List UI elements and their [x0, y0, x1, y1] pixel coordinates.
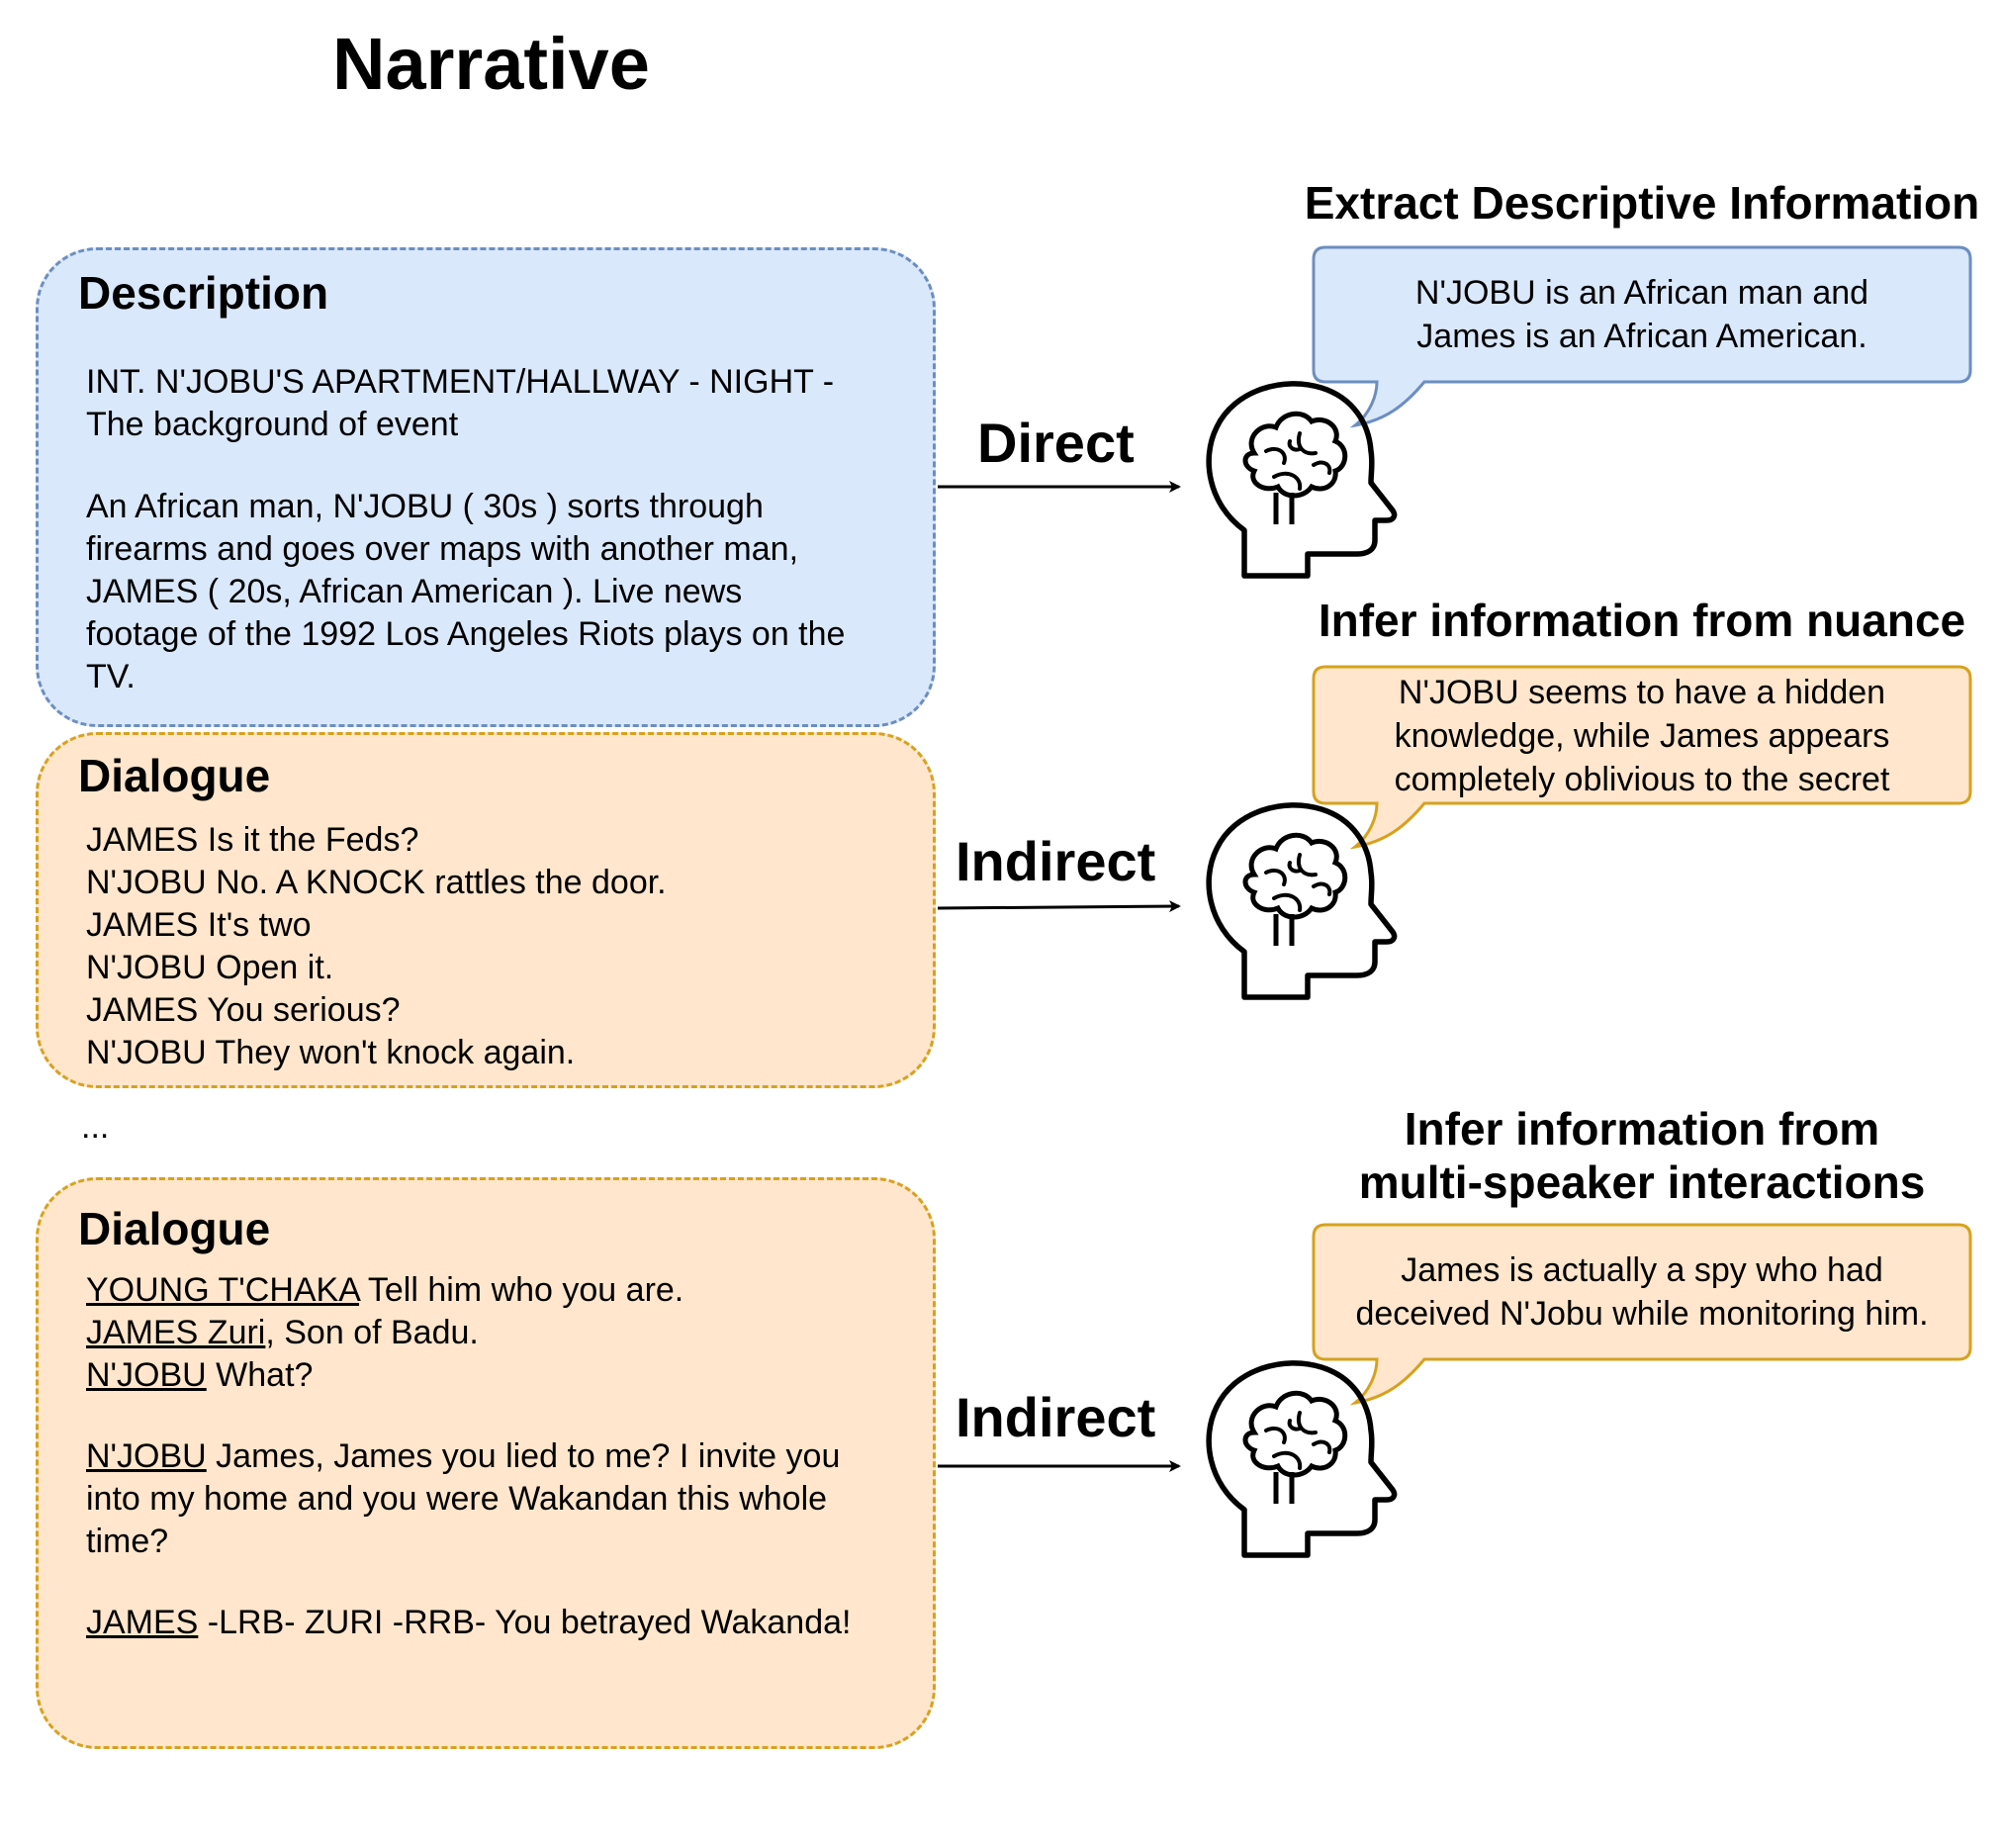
- dialogue-line: JAMES Zuri, Son of Badu.: [86, 1312, 905, 1354]
- speaker-name: N'JOBU: [86, 1437, 207, 1475]
- body-line: TV.: [86, 658, 136, 695]
- body-line: firearms and goes over maps with another…: [86, 530, 799, 568]
- bubble-text: James is actually a spy who had deceived…: [1316, 1248, 1968, 1336]
- body-line: JAMES ( 20s, African American ). Live ne…: [86, 573, 743, 610]
- dialogue-line: JAMES -LRB- ZURI -RRB- You betrayed Waka…: [86, 1602, 905, 1644]
- dialogue-line: N'JOBU Open it.: [86, 949, 334, 986]
- dialogue-line: YOUNG T'CHAKA Tell him who you are.: [86, 1269, 905, 1312]
- description-scene: INT. N'JOBU'S APARTMENT/HALLWAY - NIGHT …: [86, 361, 905, 446]
- dialogue-line: N'JOBU No. A KNOCK rattles the door.: [86, 864, 667, 901]
- output-heading: Infer information from multi-speaker int…: [1286, 1102, 1998, 1209]
- dialogue-line: JAMES You serious?: [86, 991, 401, 1029]
- body-line: footage of the 1992 Los Angeles Riots pl…: [86, 615, 846, 653]
- dialogue-line: into my home and you were Wakandan this …: [86, 1480, 828, 1518]
- utterance: James, James you lied to me? I invite yo…: [206, 1437, 841, 1475]
- speaker-name: JAMES: [86, 1604, 199, 1641]
- bubble-text: N'JOBU is an African man and James is an…: [1316, 271, 1968, 358]
- dialogue-box-1: Dialogue JAMES Is it the Feds? N'JOBU No…: [36, 732, 936, 1088]
- arrow-label-direct: Direct: [977, 412, 1135, 474]
- speaker-name: JAMES Zuri: [86, 1314, 266, 1351]
- scene-line: INT. N'JOBU'S APARTMENT/HALLWAY - NIGHT …: [86, 363, 835, 401]
- dialogue-line: JAMES It's two: [86, 906, 312, 944]
- utterance: What?: [206, 1356, 314, 1394]
- utterance: Tell him who you are.: [359, 1271, 684, 1309]
- dialogue-line: JAMES Is it the Feds?: [86, 821, 419, 859]
- bubble-line: completely oblivious to the secret: [1394, 761, 1890, 798]
- description-box: Description INT. N'JOBU'S APARTMENT/HALL…: [36, 247, 936, 727]
- scene-line: The background of event: [86, 406, 459, 443]
- utterance: , Son of Badu.: [265, 1314, 479, 1351]
- bubble-line: James is actually a spy who had: [1401, 1251, 1883, 1289]
- dialogue-lines: N'JOBU James, James you lied to me? I in…: [86, 1435, 905, 1563]
- dialogue-box-2: Dialogue YOUNG T'CHAKA Tell him who you …: [36, 1177, 936, 1749]
- speaker-name: N'JOBU: [86, 1356, 207, 1394]
- dialogue-heading: Dialogue: [78, 750, 271, 801]
- dialogue-lines: JAMES -LRB- ZURI -RRB- You betrayed Waka…: [86, 1602, 905, 1644]
- heading-line: multi-speaker interactions: [1358, 1156, 1926, 1208]
- bubble-line: knowledge, while James appears: [1394, 717, 1890, 755]
- bubble-line: James is an African American.: [1416, 318, 1867, 355]
- bubble-line: deceived N'Jobu while monitoring him.: [1355, 1295, 1929, 1333]
- bubble-line: N'JOBU seems to have a hidden: [1398, 674, 1886, 711]
- dialogue-lines: JAMES Is it the Feds? N'JOBU No. A KNOCK…: [86, 819, 905, 1074]
- dialogue-line: N'JOBU They won't knock again.: [86, 1034, 576, 1071]
- description-heading: Description: [78, 267, 329, 319]
- diagram-title: Narrative: [332, 23, 650, 105]
- bubble-line: N'JOBU is an African man and: [1414, 274, 1869, 312]
- description-body: An African man, N'JOBU ( 30s ) sorts thr…: [86, 486, 905, 698]
- dialogue-line: N'JOBU What?: [86, 1354, 905, 1397]
- heading-line: Infer information from: [1404, 1103, 1880, 1155]
- arrow-right-icon: [937, 900, 1181, 913]
- speech-bubble: [1312, 1223, 1972, 1406]
- dialogue-line: time?: [86, 1523, 169, 1560]
- ellipsis: ...: [81, 1108, 110, 1146]
- dialogue-lines: YOUNG T'CHAKA Tell him who you are. JAME…: [86, 1269, 905, 1397]
- utterance: -LRB- ZURI -RRB- You betrayed Wakanda!: [198, 1604, 852, 1641]
- speech-bubble: [1312, 665, 1972, 850]
- speaker-name: YOUNG T'CHAKA: [86, 1271, 360, 1309]
- output-heading: Extract Descriptive Information: [1304, 177, 1980, 229]
- arrow-label-indirect: Indirect: [956, 1386, 1156, 1448]
- bubble-text: N'JOBU seems to have a hidden knowledge,…: [1316, 671, 1968, 801]
- body-line: An African man, N'JOBU ( 30s ) sorts thr…: [86, 488, 764, 525]
- output-heading: Infer information from nuance: [1318, 595, 1966, 646]
- speech-bubble: [1312, 245, 1972, 428]
- arrow-label-indirect: Indirect: [956, 830, 1156, 892]
- dialogue-line: N'JOBU James, James you lied to me? I in…: [86, 1435, 905, 1478]
- dialogue-heading: Dialogue: [78, 1203, 271, 1254]
